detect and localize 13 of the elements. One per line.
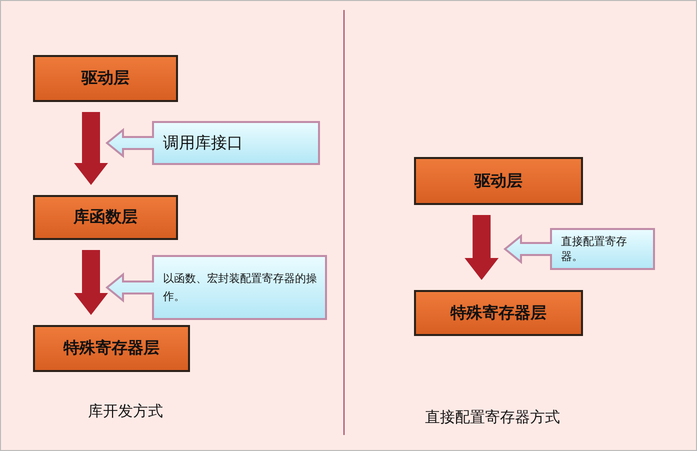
layer-box: 特殊寄存器层 [414,290,583,336]
block-arrow [74,112,108,185]
block-arrow [464,215,499,280]
layer-box: 驱动层 [414,157,583,205]
layer-box: 驱动层 [33,55,178,102]
layer-box: 特殊寄存器层 [33,325,190,372]
callout-box: 调用库接口 [105,121,320,165]
caption: 库开发方式 [88,402,163,421]
callout-box: 以函数、宏封装配置寄存器的操作。 [105,255,327,320]
layer-box: 库函数层 [33,195,178,240]
caption: 直接配置寄存器方式 [425,408,560,427]
callout-box: 直接配置寄存器。 [503,228,655,270]
block-arrow [74,250,108,315]
